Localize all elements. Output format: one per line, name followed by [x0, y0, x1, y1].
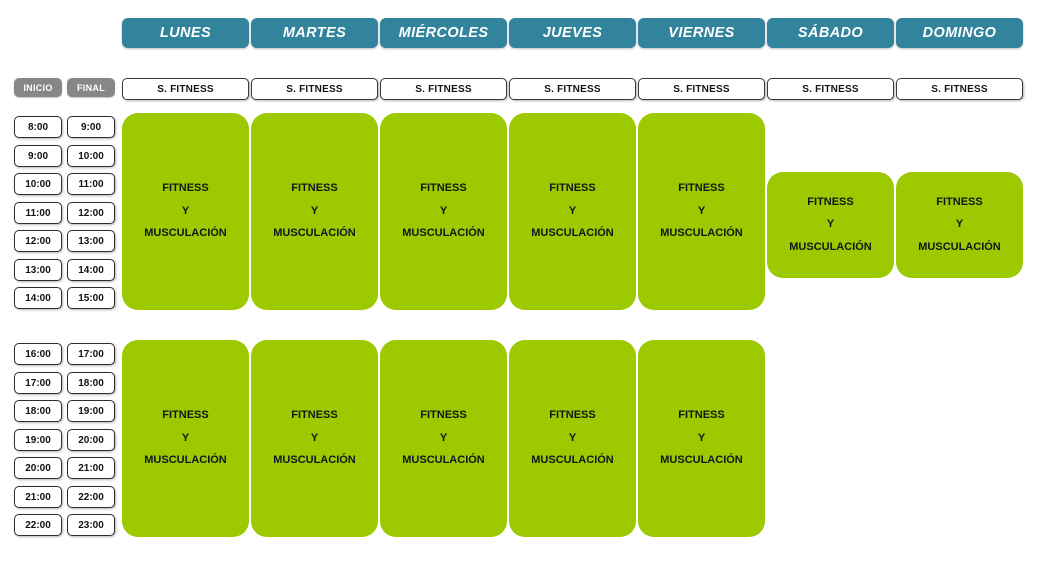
activity-line3: MUSCULACIÓN	[273, 454, 356, 467]
activity-line2: Y	[439, 204, 448, 217]
activity-line2: Y	[181, 204, 190, 217]
activity-line3: MUSCULACIÓN	[660, 227, 743, 240]
activity-line2: Y	[826, 218, 835, 231]
activity-line1: FITNESS	[678, 409, 725, 422]
time-end-morning_times-2[interactable]: 11:00	[67, 173, 115, 195]
time-start-morning_times-5[interactable]: 13:00	[14, 259, 62, 281]
activity-line1: FITNESS	[678, 182, 725, 195]
activity-slot-evening_slots-3[interactable]: FITNESS Y MUSCULACIÓN	[509, 340, 636, 537]
activity-line2: Y	[310, 431, 319, 444]
activity-line3: MUSCULACIÓN	[402, 454, 485, 467]
day-header-6[interactable]: DOMINGO	[896, 18, 1023, 48]
day-header-3[interactable]: JUEVES	[509, 18, 636, 48]
time-start-evening_times-6[interactable]: 22:00	[14, 514, 62, 536]
column-label-final: FINAL	[67, 78, 115, 97]
time-end-morning_times-3[interactable]: 12:00	[67, 202, 115, 224]
activity-slot-morning_slots-2[interactable]: FITNESS Y MUSCULACIÓN	[380, 113, 507, 310]
activity-line1: FITNESS	[549, 409, 596, 422]
time-end-morning_times-4[interactable]: 13:00	[67, 230, 115, 252]
service-box-2[interactable]: S. FITNESS	[380, 78, 507, 100]
activity-line3: MUSCULACIÓN	[273, 227, 356, 240]
activity-slot-morning_slots-3[interactable]: FITNESS Y MUSCULACIÓN	[509, 113, 636, 310]
activity-line1: FITNESS	[420, 409, 467, 422]
activity-line3: MUSCULACIÓN	[531, 454, 614, 467]
activity-line3: MUSCULACIÓN	[144, 454, 227, 467]
time-start-morning_times-2[interactable]: 10:00	[14, 173, 62, 195]
activity-line3: MUSCULACIÓN	[918, 240, 1001, 253]
activity-line2: Y	[310, 204, 319, 217]
activity-line3: MUSCULACIÓN	[144, 227, 227, 240]
time-start-evening_times-0[interactable]: 16:00	[14, 343, 62, 365]
time-end-morning_times-6[interactable]: 15:00	[67, 287, 115, 309]
activity-slot-evening_slots-0[interactable]: FITNESS Y MUSCULACIÓN	[122, 340, 249, 537]
time-end-morning_times-1[interactable]: 10:00	[67, 145, 115, 167]
activity-slot-evening_slots-1[interactable]: FITNESS Y MUSCULACIÓN	[251, 340, 378, 537]
activity-line1: FITNESS	[162, 182, 209, 195]
activity-line2: Y	[181, 431, 190, 444]
time-start-morning_times-6[interactable]: 14:00	[14, 287, 62, 309]
activity-slot-morning_slots-6[interactable]: FITNESS Y MUSCULACIÓN	[896, 172, 1023, 278]
time-start-morning_times-0[interactable]: 8:00	[14, 116, 62, 138]
time-start-evening_times-1[interactable]: 17:00	[14, 372, 62, 394]
time-end-morning_times-5[interactable]: 14:00	[67, 259, 115, 281]
activity-line2: Y	[439, 431, 448, 444]
time-start-evening_times-5[interactable]: 21:00	[14, 486, 62, 508]
day-header-0[interactable]: LUNES	[122, 18, 249, 48]
time-start-evening_times-2[interactable]: 18:00	[14, 400, 62, 422]
activity-line2: Y	[568, 431, 577, 444]
activity-slot-evening_slots-4[interactable]: FITNESS Y MUSCULACIÓN	[638, 340, 765, 537]
activity-slot-morning_slots-0[interactable]: FITNESS Y MUSCULACIÓN	[122, 113, 249, 310]
column-label-inicio: INICIO	[14, 78, 62, 97]
day-header-1[interactable]: MARTES	[251, 18, 378, 48]
service-box-6[interactable]: S. FITNESS	[896, 78, 1023, 100]
activity-line1: FITNESS	[162, 409, 209, 422]
time-start-evening_times-3[interactable]: 19:00	[14, 429, 62, 451]
time-start-morning_times-4[interactable]: 12:00	[14, 230, 62, 252]
day-header-4[interactable]: VIERNES	[638, 18, 765, 48]
service-box-1[interactable]: S. FITNESS	[251, 78, 378, 100]
activity-line2: Y	[697, 204, 706, 217]
time-end-morning_times-0[interactable]: 9:00	[67, 116, 115, 138]
time-start-morning_times-1[interactable]: 9:00	[14, 145, 62, 167]
activity-slot-evening_slots-2[interactable]: FITNESS Y MUSCULACIÓN	[380, 340, 507, 537]
time-end-evening_times-5[interactable]: 22:00	[67, 486, 115, 508]
time-start-evening_times-4[interactable]: 20:00	[14, 457, 62, 479]
time-end-evening_times-6[interactable]: 23:00	[67, 514, 115, 536]
service-box-5[interactable]: S. FITNESS	[767, 78, 894, 100]
day-header-5[interactable]: SÁBADO	[767, 18, 894, 48]
activity-line2: Y	[568, 204, 577, 217]
activity-line1: FITNESS	[291, 409, 338, 422]
activity-slot-morning_slots-4[interactable]: FITNESS Y MUSCULACIÓN	[638, 113, 765, 310]
activity-line1: FITNESS	[420, 182, 467, 195]
activity-slot-morning_slots-1[interactable]: FITNESS Y MUSCULACIÓN	[251, 113, 378, 310]
activity-line3: MUSCULACIÓN	[402, 227, 485, 240]
time-end-evening_times-2[interactable]: 19:00	[67, 400, 115, 422]
activity-line3: MUSCULACIÓN	[531, 227, 614, 240]
activity-line2: Y	[697, 431, 706, 444]
activity-line1: FITNESS	[807, 195, 854, 208]
activity-line3: MUSCULACIÓN	[660, 454, 743, 467]
activity-line1: FITNESS	[291, 182, 338, 195]
activity-line2: Y	[955, 218, 964, 231]
activity-slot-morning_slots-5[interactable]: FITNESS Y MUSCULACIÓN	[767, 172, 894, 278]
service-box-4[interactable]: S. FITNESS	[638, 78, 765, 100]
service-box-0[interactable]: S. FITNESS	[122, 78, 249, 100]
activity-line3: MUSCULACIÓN	[789, 240, 872, 253]
activity-line1: FITNESS	[936, 195, 983, 208]
service-box-3[interactable]: S. FITNESS	[509, 78, 636, 100]
time-end-evening_times-1[interactable]: 18:00	[67, 372, 115, 394]
time-start-morning_times-3[interactable]: 11:00	[14, 202, 62, 224]
day-header-2[interactable]: MIÉRCOLES	[380, 18, 507, 48]
time-end-evening_times-3[interactable]: 20:00	[67, 429, 115, 451]
activity-line1: FITNESS	[549, 182, 596, 195]
time-end-evening_times-0[interactable]: 17:00	[67, 343, 115, 365]
time-end-evening_times-4[interactable]: 21:00	[67, 457, 115, 479]
